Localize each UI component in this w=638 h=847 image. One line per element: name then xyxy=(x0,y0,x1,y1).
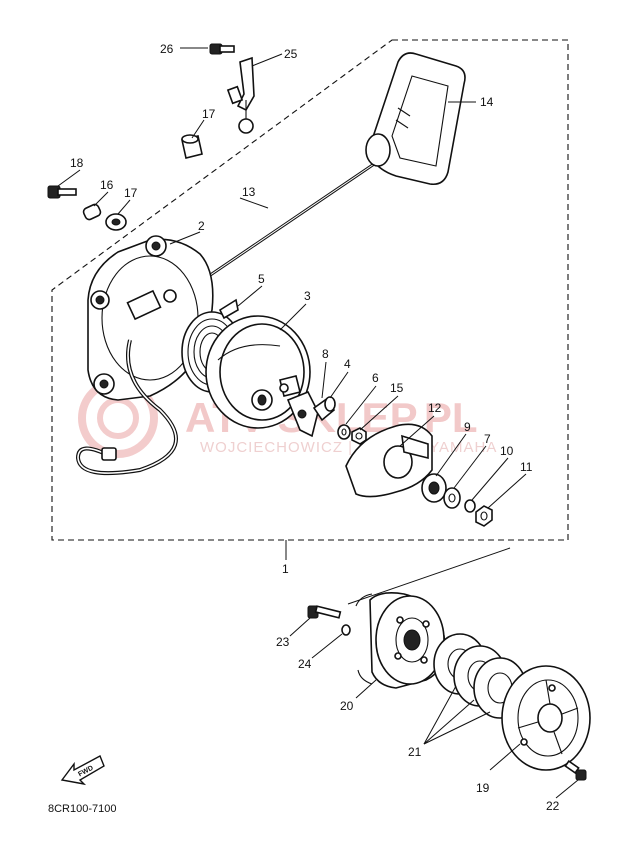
pawl-spring xyxy=(312,396,336,422)
label-part-10: 10 xyxy=(500,444,514,458)
rope-guide-bracket xyxy=(226,56,255,134)
shim-set xyxy=(433,633,527,719)
label-part-3: 3 xyxy=(304,289,311,303)
fwd-arrow-icon: FWD xyxy=(60,755,105,786)
pulley-cover xyxy=(501,665,591,771)
nut-11 xyxy=(475,505,493,527)
label-part-15: 15 xyxy=(390,381,404,395)
washer-24 xyxy=(341,624,351,636)
assembly-outline xyxy=(51,39,569,541)
spring-washer-10 xyxy=(464,499,476,513)
collar-16 xyxy=(82,203,102,221)
label-part-18: 18 xyxy=(70,156,84,170)
label-part-14: 14 xyxy=(480,95,494,109)
label-part-11: 11 xyxy=(520,460,533,474)
watermark-subtitle: WOJCIECHOWICZ | DEALER YAMAHA xyxy=(200,439,497,456)
label-part-6: 6 xyxy=(372,371,379,385)
drive-pawl xyxy=(286,390,319,438)
label-part-8: 8 xyxy=(322,347,329,361)
collar-17-top xyxy=(181,134,203,159)
label-part-7: 7 xyxy=(484,432,491,446)
label-part-20: 20 xyxy=(340,699,354,713)
label-part-26: 26 xyxy=(160,42,174,56)
label-part-16: 16 xyxy=(100,178,114,192)
collar-17-left xyxy=(105,213,127,231)
bearing-9 xyxy=(421,473,447,503)
label-part-9: 9 xyxy=(464,420,471,434)
bolt-22 xyxy=(564,759,587,781)
label-part-19: 19 xyxy=(476,781,490,795)
bolt-18 xyxy=(47,185,77,199)
sheave-drum xyxy=(205,315,311,429)
label-part-17-top: 17 xyxy=(202,107,216,121)
label-part-2: 2 xyxy=(198,219,205,233)
label-part-12: 12 xyxy=(428,401,442,415)
drive-plate xyxy=(345,423,433,498)
label-part-21: 21 xyxy=(408,745,422,759)
part-labels: 26 25 17 18 16 17 2 13 14 5 3 8 4 6 15 1… xyxy=(70,42,560,813)
bolt-23 xyxy=(307,605,342,619)
label-part-25: 25 xyxy=(284,47,298,61)
leader-lines xyxy=(57,47,579,799)
label-part-17-left: 17 xyxy=(124,186,138,200)
washer-7 xyxy=(443,487,461,509)
starter-handle xyxy=(365,52,466,186)
label-part-24: 24 xyxy=(298,657,312,671)
label-part-22: 22 xyxy=(546,799,560,813)
diagram-code: 8CR100-7100 xyxy=(48,803,117,815)
bolt-26 xyxy=(209,43,235,55)
label-part-13: 13 xyxy=(242,185,256,199)
label-part-4: 4 xyxy=(344,357,351,371)
washer-6 xyxy=(337,424,351,440)
drive-pulley xyxy=(355,592,446,689)
label-part-1: 1 xyxy=(282,562,289,576)
label-part-5: 5 xyxy=(258,272,265,286)
label-part-23: 23 xyxy=(276,635,290,649)
starter-case xyxy=(87,235,214,401)
